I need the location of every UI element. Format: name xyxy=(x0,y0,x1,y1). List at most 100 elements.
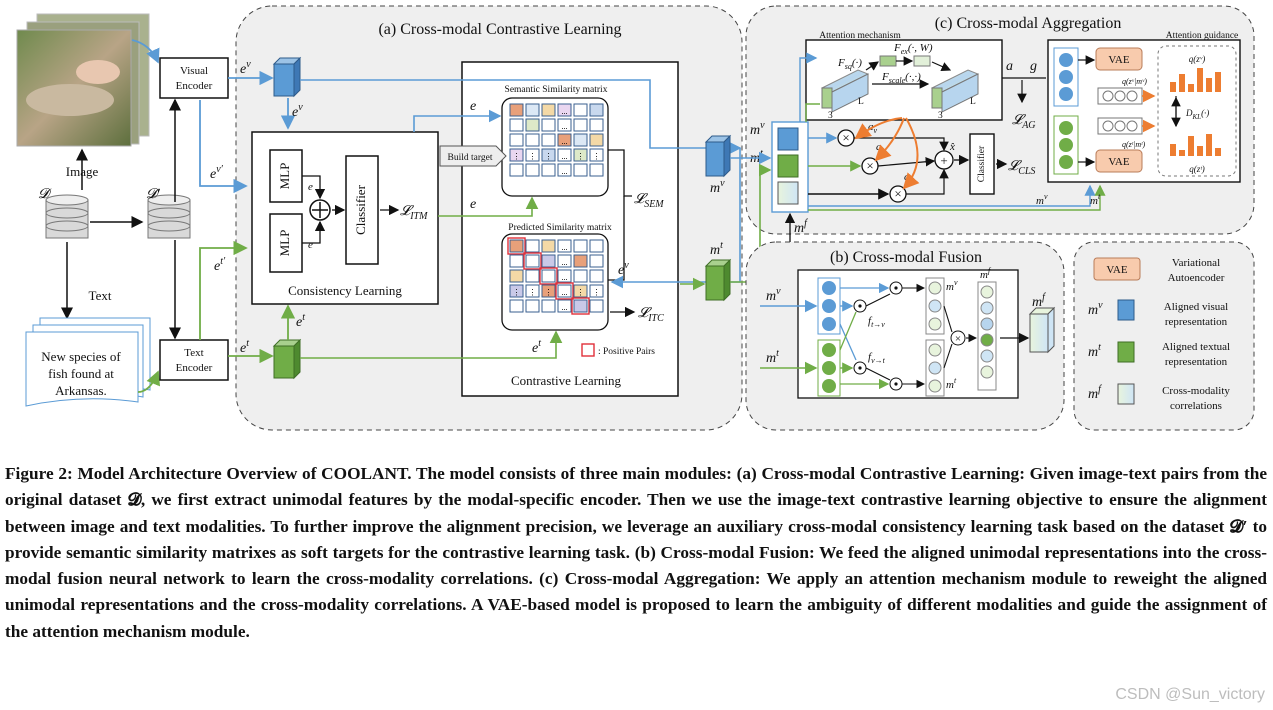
dataset-d-prime-label: 𝓓′ xyxy=(146,187,161,202)
matrix-cell xyxy=(525,239,540,253)
consistency-learning-label: Consistency Learning xyxy=(288,283,402,298)
distribution-bar xyxy=(1188,136,1194,156)
matrix-cell xyxy=(573,118,588,132)
es-v-label: e xyxy=(470,99,476,114)
mt-label-b: mt xyxy=(766,348,779,366)
svg-text:×: × xyxy=(842,130,849,145)
mv-cube-a xyxy=(704,134,732,178)
mlp-bottom xyxy=(269,213,303,273)
text-label: Text xyxy=(89,288,112,303)
matrix-cell xyxy=(509,299,524,313)
matrix-cell xyxy=(525,133,540,147)
svg-text:VAE: VAE xyxy=(1108,54,1129,66)
distribution-bar xyxy=(1179,150,1185,156)
matrix-ellipsis: ... xyxy=(562,137,568,146)
ev-label-down: ev xyxy=(292,102,303,120)
mlp-bottom-label: MLP xyxy=(277,230,292,257)
et-prime-label: et′ xyxy=(214,256,226,274)
f-ex-label: Fex(·, W) xyxy=(893,42,933,56)
matrix-ellipsis: ⋮ xyxy=(577,152,585,161)
matrix-ellipsis: ... xyxy=(562,288,568,297)
matrix-cell xyxy=(525,148,540,162)
matrix-cell xyxy=(573,148,588,162)
matrix-cell xyxy=(541,269,556,283)
matrix-cell xyxy=(589,254,604,268)
mt-label-a: mt xyxy=(710,240,723,258)
mv-guidance-label: mv xyxy=(1036,192,1048,207)
legend-vae-box xyxy=(1093,257,1141,281)
module-c-title: (c) Cross-modal Aggregation xyxy=(935,15,1122,32)
xhat-label: x̂ xyxy=(949,141,955,153)
matrix-cell xyxy=(573,284,588,298)
matrix-cell xyxy=(589,133,604,147)
matrix-cell xyxy=(525,269,540,283)
svg-text:VAE: VAE xyxy=(1106,264,1127,276)
dkl-label: DKL(·) xyxy=(1185,108,1209,121)
ev-label-a: ev xyxy=(240,59,251,77)
visual-encoder-line-1: Visual xyxy=(180,65,208,77)
matrix-ellipsis: ... xyxy=(562,152,568,161)
matrix-cell xyxy=(573,299,588,313)
matrix-cell xyxy=(557,269,572,283)
svg-text:VAE: VAE xyxy=(1108,156,1129,168)
ev-cube xyxy=(272,56,302,98)
text-document xyxy=(25,317,151,407)
matrix-cell xyxy=(541,239,556,253)
distribution-panel xyxy=(1157,45,1237,177)
positive-pair-cell xyxy=(539,267,558,285)
es-v-prime: e xyxy=(308,181,313,193)
legend-mf-cube xyxy=(1117,383,1135,405)
distribution-bar xyxy=(1215,148,1221,156)
matrix-ellipsis: ⋮ xyxy=(513,152,521,161)
matrix-cell xyxy=(509,133,524,147)
qzt-bars xyxy=(1170,134,1221,156)
mfv-label: mv xyxy=(946,278,958,293)
legend-mt-symbol: mt xyxy=(1088,342,1101,360)
matrix-ellipsis: ⋮ xyxy=(513,288,521,297)
q-zv-mv: q(zᵛ|mᵛ) xyxy=(1122,77,1147,86)
legend-mv-cube xyxy=(1117,299,1135,321)
matrix-cell xyxy=(557,239,572,253)
text-encoder-line-1: Text xyxy=(184,347,203,359)
f-sq-label: Fsq(·) xyxy=(837,57,862,71)
matrix-cell xyxy=(589,239,604,253)
et-cube xyxy=(272,338,302,380)
matrix-cell xyxy=(509,239,524,253)
visual-encoder-line-2: Encoder xyxy=(176,80,213,92)
distribution-bar xyxy=(1170,82,1176,92)
figure-caption: Figure 2: Model Architecture Overview of… xyxy=(5,464,1267,641)
contrastive-learning-label: Contrastive Learning xyxy=(511,373,622,388)
matrix-cell xyxy=(589,163,604,177)
legend-vae-desc-2: Autoencoder xyxy=(1168,272,1225,284)
matrix-cell xyxy=(541,163,556,177)
classifier-c-label: Classifier xyxy=(976,145,987,182)
q-zt-label: q(zᵗ) xyxy=(1189,164,1205,174)
semantic-matrix-label: Semantic Similarity matrix xyxy=(505,85,608,95)
ev-into-pred: ev xyxy=(618,260,629,278)
matrix-ellipsis: ... xyxy=(562,303,568,312)
matrix-cell xyxy=(541,284,556,298)
matrix-ellipsis: ⋮ xyxy=(577,288,585,297)
matrix-cell xyxy=(509,269,524,283)
g-label: g xyxy=(1030,59,1037,74)
text-encoder-line-2: Encoder xyxy=(176,362,213,374)
q-zv-label: q(zᵛ) xyxy=(1189,54,1206,64)
matrix-cell xyxy=(541,118,556,132)
matrix-cell xyxy=(509,163,524,177)
matrix-cell xyxy=(525,163,540,177)
legend-mv-desc-2: representation xyxy=(1165,316,1228,328)
matrix-ellipsis: ⋮ xyxy=(593,288,601,297)
matrix-ellipsis: ... xyxy=(562,273,568,282)
matrix-cell xyxy=(525,254,540,268)
vae-top xyxy=(1095,47,1143,71)
legend-vae-desc-1: Variational xyxy=(1172,257,1220,269)
matrix-cell xyxy=(525,299,540,313)
classifier-a xyxy=(345,155,379,265)
text-doc-line-3: Arkansas. xyxy=(55,383,107,398)
architecture-diagram: Image 𝓓 𝓓′ Text New species of fish foun… xyxy=(16,5,1255,431)
classifier-c xyxy=(969,133,995,195)
mlp-top-label: MLP xyxy=(277,163,292,190)
legend-mf-desc-2: correlations xyxy=(1170,400,1222,412)
svg-text:×: × xyxy=(894,186,901,201)
et-label-up: et xyxy=(296,312,305,330)
